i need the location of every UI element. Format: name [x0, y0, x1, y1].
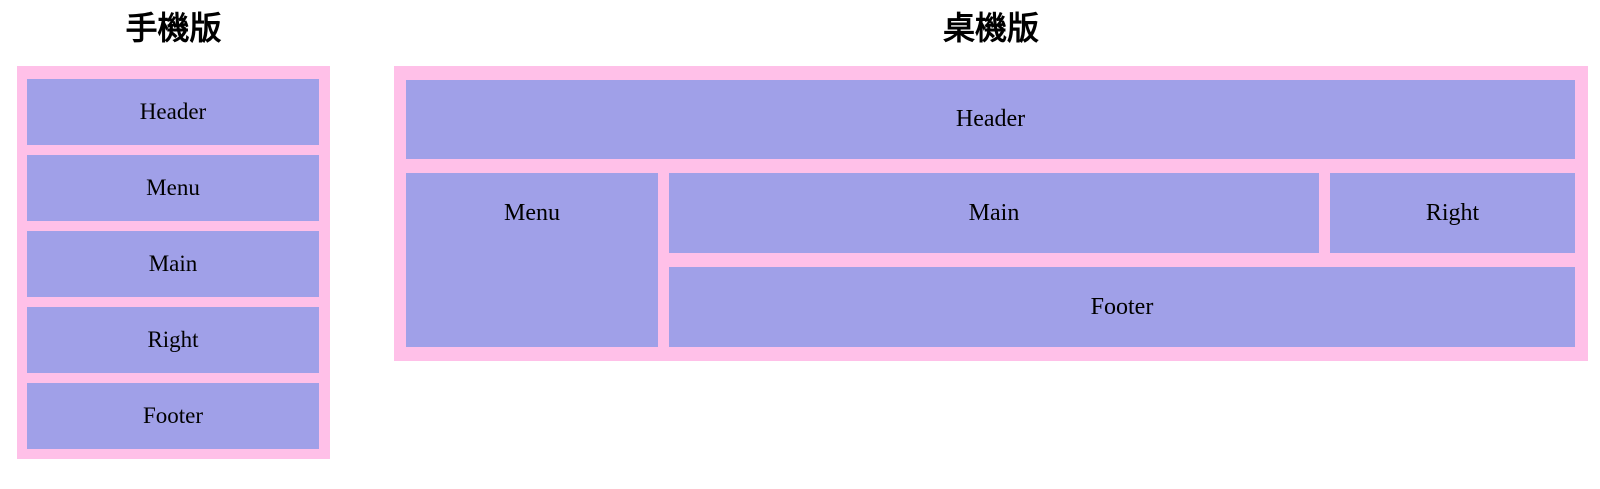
desktop-block-header: Header — [406, 80, 1575, 159]
mobile-block-header: Header — [27, 79, 319, 145]
desktop-layout-frame: Header Menu Main Right Footer — [394, 66, 1588, 361]
desktop-block-menu: Menu — [406, 173, 658, 347]
desktop-panel-title: 桌機版 — [942, 10, 1039, 46]
desktop-panel: 桌機版 Header Menu Main Right Footer — [394, 0, 1588, 361]
mobile-layout-frame: Header Menu Main Right Footer — [17, 66, 330, 459]
desktop-block-footer: Footer — [669, 267, 1575, 347]
mobile-block-main: Main — [27, 231, 319, 297]
desktop-block-menu-label: Menu — [504, 200, 560, 226]
mobile-block-footer: Footer — [27, 383, 319, 449]
desktop-block-right: Right — [1330, 173, 1575, 253]
mobile-block-menu: Menu — [27, 155, 319, 221]
mobile-panel: 手機版 Header Menu Main Right Footer — [17, 0, 330, 459]
mobile-block-right: Right — [27, 307, 319, 373]
desktop-block-main: Main — [669, 173, 1319, 253]
mobile-panel-title: 手機版 — [125, 10, 222, 46]
